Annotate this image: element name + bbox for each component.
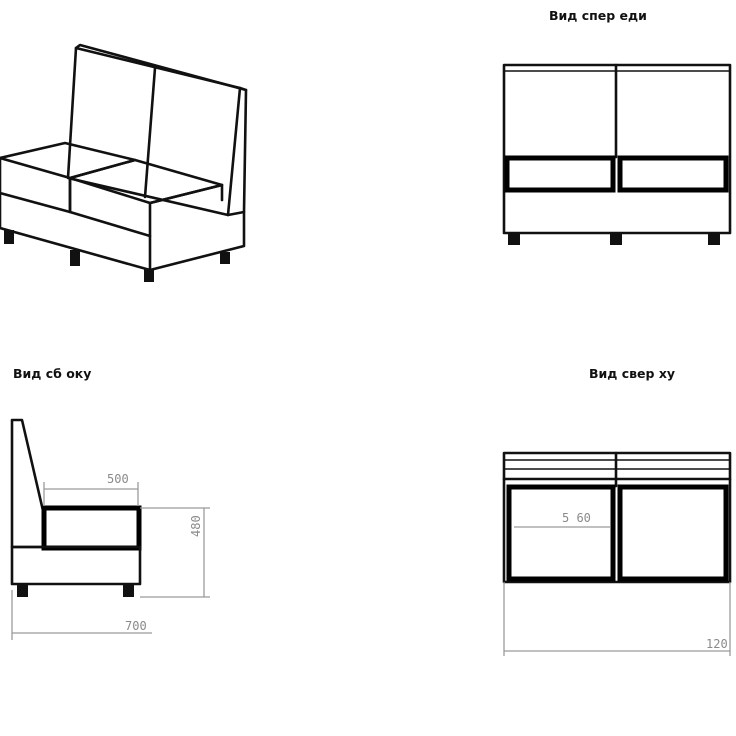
front-foot-middle <box>610 232 622 245</box>
top-view: Вид свер ху 5 60 120 <box>502 366 732 656</box>
side-foot-right <box>123 583 134 597</box>
dim-480-label: 480 <box>189 515 203 537</box>
side-base <box>10 545 142 586</box>
side-foot-left <box>17 583 28 597</box>
front-view: Вид спер еди <box>502 8 732 245</box>
base-front <box>0 191 152 272</box>
dim-560-label: 5 60 <box>562 511 591 525</box>
seat-right-edge <box>148 183 224 205</box>
front-view-title: Вид спер еди <box>549 8 647 23</box>
iso-foot-front-middle <box>70 250 80 266</box>
front-foot-left <box>508 232 520 245</box>
side-view-title: Вид сб оку <box>13 366 91 381</box>
isometric-view <box>0 43 248 282</box>
backrest-top-edge <box>74 43 248 92</box>
side-backrest <box>10 418 46 549</box>
side-seat-cushion <box>41 505 142 551</box>
top-right-cushion <box>617 484 729 582</box>
top-left-cushion <box>506 484 616 582</box>
iso-foot-front-right <box>144 269 154 282</box>
top-view-title: Вид свер ху <box>589 366 675 381</box>
dim-120-label: 120 <box>706 637 728 651</box>
dim-500-label: 500 <box>107 472 129 486</box>
dim-700-label: 700 <box>125 619 147 633</box>
iso-foot-front-left <box>4 230 14 244</box>
front-left-cushion <box>504 155 616 193</box>
left-seat-cushion-front <box>0 156 72 214</box>
front-foot-right <box>708 232 720 245</box>
backrest-split-line <box>143 66 157 199</box>
side-view: Вид сб оку 500 480 700 <box>10 366 210 640</box>
right-seat-cushion-front <box>68 176 152 238</box>
base-side <box>148 210 246 272</box>
front-right-cushion <box>617 155 729 193</box>
iso-foot-back-right <box>220 252 230 264</box>
